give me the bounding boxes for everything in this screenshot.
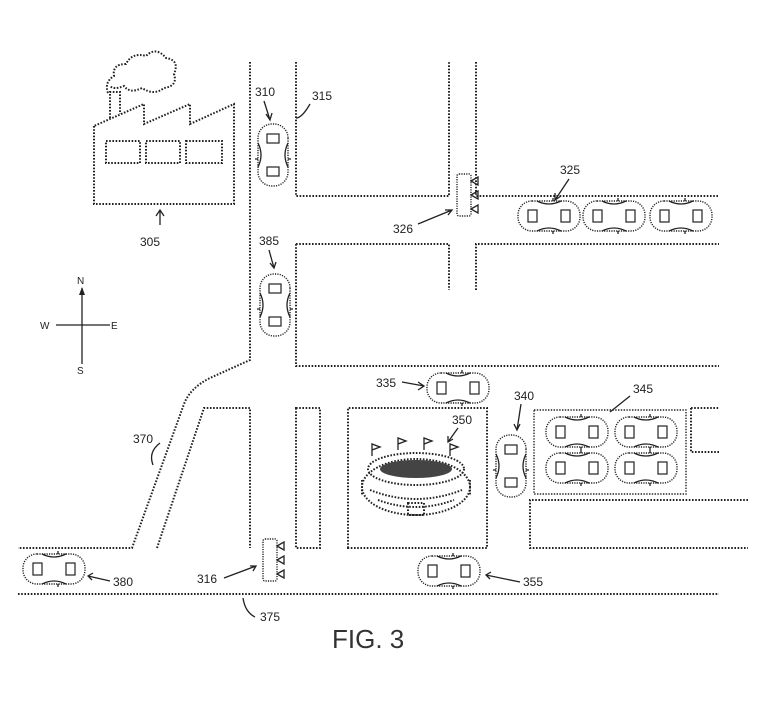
compass-rose: N S E W bbox=[40, 276, 118, 377]
car-380 bbox=[22, 550, 86, 588]
parked-car-345-d bbox=[614, 449, 678, 487]
label-375: 375 bbox=[260, 610, 280, 624]
label-325: 325 bbox=[560, 163, 580, 177]
parked-car-345-c bbox=[545, 449, 609, 487]
label-310: 310 bbox=[255, 85, 275, 99]
car-310 bbox=[255, 124, 291, 186]
compass-south: S bbox=[77, 366, 84, 377]
car-335 bbox=[426, 369, 490, 407]
stadium bbox=[361, 437, 471, 516]
label-340: 340 bbox=[514, 389, 534, 403]
label-316: 316 bbox=[197, 572, 217, 586]
parked-car-345-b bbox=[614, 413, 678, 451]
compass-north: N bbox=[77, 276, 84, 287]
label-335: 335 bbox=[376, 376, 396, 390]
car-340 bbox=[493, 435, 529, 497]
parked-car-325-b bbox=[582, 197, 646, 235]
label-305: 305 bbox=[140, 235, 160, 249]
label-326: 326 bbox=[393, 222, 413, 236]
compass-east: E bbox=[111, 321, 118, 332]
car-355 bbox=[417, 552, 481, 590]
label-350: 350 bbox=[452, 413, 472, 427]
label-345: 345 bbox=[633, 382, 653, 396]
reference-leaders bbox=[86, 100, 631, 618]
parking-lot-boundary bbox=[533, 409, 687, 495]
label-355: 355 bbox=[523, 575, 543, 589]
parked-car-325-a bbox=[517, 197, 581, 235]
label-380: 380 bbox=[113, 575, 133, 589]
road-network bbox=[18, 62, 748, 595]
figure-caption: FIG. 3 bbox=[332, 624, 404, 654]
label-370: 370 bbox=[133, 432, 153, 446]
car-385 bbox=[257, 274, 293, 336]
compass-west: W bbox=[40, 321, 50, 332]
parked-car-345-a bbox=[545, 413, 609, 451]
traffic-signal-326 bbox=[456, 173, 479, 217]
traffic-signal-316 bbox=[262, 538, 285, 582]
parked-car-325-c bbox=[649, 197, 713, 235]
factory-building bbox=[93, 50, 235, 205]
label-385: 385 bbox=[259, 234, 279, 248]
label-315: 315 bbox=[312, 89, 332, 103]
